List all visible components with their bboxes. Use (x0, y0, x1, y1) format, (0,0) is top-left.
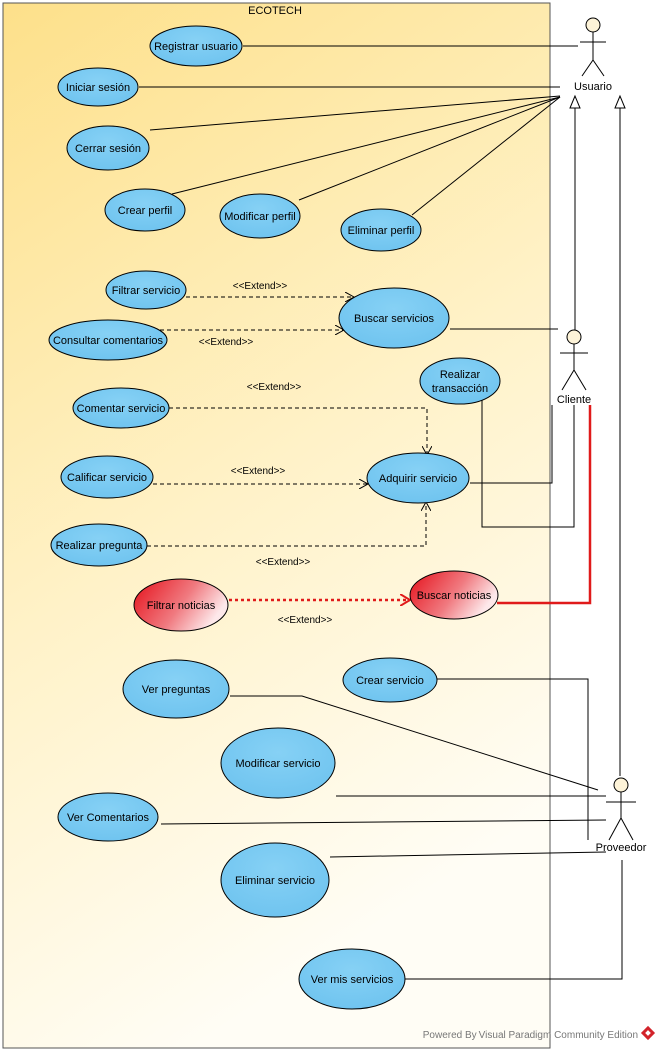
usecase-adquirir-servicio[interactable]: Adquirir servicio (366, 452, 470, 504)
usecase-modificar-perfil[interactable]: Modificar perfil (219, 193, 301, 239)
svg-text:Adquirir servicio: Adquirir servicio (379, 473, 457, 485)
svg-text:Consultar comentarios: Consultar comentarios (53, 335, 164, 347)
svg-text:Buscar noticias: Buscar noticias (417, 590, 492, 602)
actor-usuario[interactable]: Usuario (574, 17, 612, 93)
svg-text:Modificar servicio: Modificar servicio (236, 758, 321, 770)
usecase-filtrar-noticias[interactable]: Filtrar noticias (133, 578, 229, 632)
usecase-ver-comentarios[interactable]: Ver Comentarios (57, 792, 159, 842)
usecase-realizar-pregunta[interactable]: Realizar pregunta (50, 523, 148, 567)
usecase-ver-preguntas[interactable]: Ver preguntas (122, 659, 230, 719)
usecase-consultar-comentarios[interactable]: Consultar comentarios (48, 319, 168, 361)
usecase-modificar-servicio[interactable]: Modificar servicio (220, 727, 336, 799)
svg-text:Modificar perfil: Modificar perfil (224, 211, 296, 223)
svg-text:Eliminar servicio: Eliminar servicio (235, 875, 315, 887)
svg-text:Realizar: Realizar (440, 369, 481, 381)
cliente-associations (450, 328, 575, 528)
actor-cliente[interactable]: Cliente (557, 329, 591, 406)
extend-arrows (147, 297, 427, 547)
svg-text:Eliminar perfil: Eliminar perfil (348, 225, 415, 237)
svg-text:Registrar usuario: Registrar usuario (154, 41, 238, 53)
svg-text:Buscar servicios: Buscar servicios (354, 313, 435, 325)
extend-label-filtrar-noticias: <<Extend>> (278, 615, 333, 626)
actor-cliente-label: Cliente (557, 394, 591, 406)
svg-text:transacción: transacción (432, 383, 488, 395)
footer-text: Powered By Visual Paradigm Community Edi… (423, 1030, 638, 1041)
visual-paradigm-logo-icon (640, 1025, 656, 1041)
extend-label-consultar-comentarios: <<Extend>> (199, 337, 254, 348)
svg-text:Filtrar servicio: Filtrar servicio (112, 285, 180, 297)
actor-proveedor[interactable]: Proveedor (596, 777, 647, 854)
usecase-iniciar-sesion[interactable]: Iniciar sesión (57, 67, 139, 107)
svg-text:Filtrar noticias: Filtrar noticias (147, 600, 216, 612)
svg-text:Crear servicio: Crear servicio (356, 675, 424, 687)
usecase-ver-mis-servicios[interactable]: Ver mis servicios (298, 948, 406, 1010)
usecase-filtrar-servicio[interactable]: Filtrar servicio (105, 270, 187, 310)
generalization-lines (569, 94, 626, 776)
svg-text:Ver Comentarios: Ver Comentarios (67, 812, 149, 824)
actor-proveedor-label: Proveedor (596, 842, 647, 854)
extend-label-comentar-servicio: <<Extend>> (247, 382, 302, 393)
extend-label-filtrar-servicio: <<Extend>> (233, 281, 288, 292)
usecase-registrar-usuario[interactable]: Registrar usuario (149, 25, 243, 67)
usecase-crear-servicio[interactable]: Crear servicio (342, 657, 438, 703)
svg-text:Calificar servicio: Calificar servicio (67, 472, 147, 484)
svg-text:Comentar servicio: Comentar servicio (77, 403, 166, 415)
svg-text:Ver mis servicios: Ver mis servicios (311, 974, 394, 986)
svg-text:Cerrar sesión: Cerrar sesión (75, 143, 141, 155)
usecase-calificar-servicio[interactable]: Calificar servicio (60, 455, 154, 499)
highlight-association (497, 405, 592, 605)
svg-text:Realizar pregunta: Realizar pregunta (56, 540, 144, 552)
svg-text:Ver preguntas: Ver preguntas (142, 684, 211, 696)
usecase-realizar-transaccion[interactable]: Realizar transacción (419, 357, 501, 405)
svg-text:Crear perfil: Crear perfil (118, 205, 172, 217)
usecase-buscar-servicios[interactable]: Buscar servicios (338, 287, 450, 349)
usecase-cerrar-sesion[interactable]: Cerrar sesión (66, 125, 150, 171)
usecase-crear-perfil[interactable]: Crear perfil (104, 188, 186, 232)
usecase-eliminar-servicio[interactable]: Eliminar servicio (220, 842, 330, 918)
system-title: ECOTECH (248, 5, 302, 17)
usecase-eliminar-perfil[interactable]: Eliminar perfil (340, 208, 422, 252)
usuario-associations (139, 45, 578, 216)
extend-label-realizar-pregunta: <<Extend>> (256, 557, 311, 568)
svg-text:Iniciar sesión: Iniciar sesión (66, 82, 130, 94)
proveedor-associations (160, 678, 623, 980)
usecase-buscar-noticias[interactable]: Buscar noticias (409, 570, 499, 620)
usecase-comentar-servicio[interactable]: Comentar servicio (72, 387, 170, 429)
actor-usuario-label: Usuario (574, 81, 612, 93)
extend-label-calificar-servicio: <<Extend>> (231, 466, 286, 477)
